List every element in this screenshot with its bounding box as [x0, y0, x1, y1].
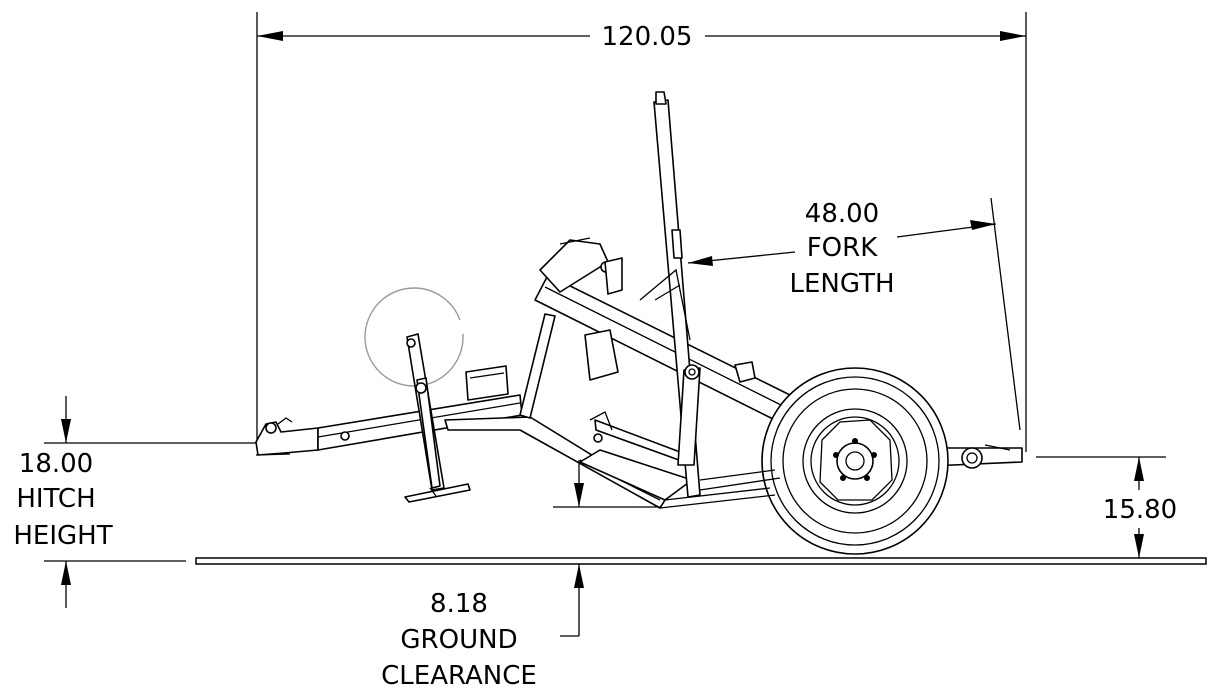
- ground-line: [195, 557, 1207, 565]
- hitch-height-dimension: 18.00 HITCH HEIGHT: [13, 396, 257, 608]
- lift-cylinder: [677, 364, 701, 466]
- hitch-height-label-line2: HEIGHT: [13, 521, 112, 551]
- main-fork-frame: [534, 237, 791, 421]
- overall-length-value: 120.05: [602, 22, 693, 52]
- fork-length-dimension: 48.00 FORK LENGTH: [687, 197, 1021, 431]
- lower-frame: [444, 313, 693, 509]
- hitch-height-value: 18.00: [19, 449, 93, 479]
- tool-box: [465, 365, 509, 401]
- rear-height-dimension: 15.80: [1036, 456, 1177, 558]
- fork-length-label-line1: FORK: [807, 233, 878, 263]
- hitch-height-label-line1: HITCH: [16, 484, 95, 514]
- ground-clearance-label-line1: GROUND: [400, 625, 517, 655]
- fork-length-label-line2: LENGTH: [789, 269, 894, 299]
- jack-wheel: [364, 287, 464, 387]
- fork-length-value: 48.00: [805, 199, 879, 229]
- hitch-coupler: [255, 417, 319, 456]
- axle-frame: [659, 469, 781, 509]
- trailer-machine: [255, 91, 1023, 555]
- overall-length-dimension: 120.05: [256, 12, 1027, 452]
- ground-clearance-value: 8.18: [430, 589, 488, 619]
- ground-clearance-label-line2: CLEARANCE: [381, 661, 537, 691]
- jack-stand: [404, 333, 471, 503]
- rear-height-value: 15.80: [1103, 495, 1177, 525]
- wheel: [761, 367, 949, 555]
- ground-clearance-dimension: 8.18 GROUND CLEARANCE: [381, 460, 660, 691]
- mid-bracket: [584, 329, 619, 443]
- tongue-beam: [317, 394, 523, 451]
